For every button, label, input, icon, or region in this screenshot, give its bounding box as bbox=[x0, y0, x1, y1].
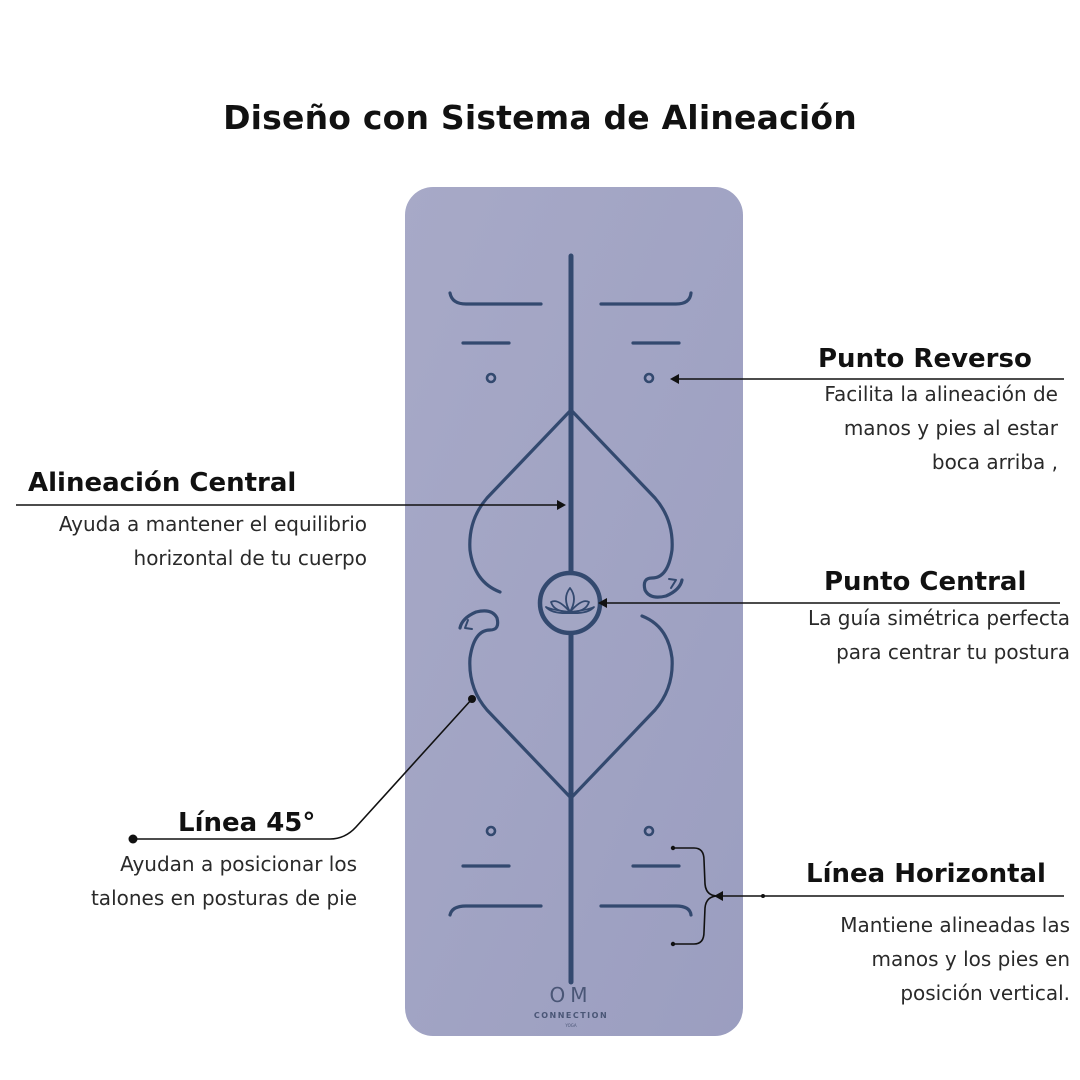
linea-horizontal-bottom-dot bbox=[670, 941, 676, 947]
top-left-reverse-point bbox=[485, 372, 497, 384]
lotus-icon bbox=[545, 587, 595, 615]
brand-sub: CONNECTION bbox=[534, 1011, 608, 1020]
description-line: Ayuda a mantener el equilibrio bbox=[58, 512, 367, 536]
brand-tiny: YOGA bbox=[564, 1023, 576, 1028]
description-line: talones en posturas de pie bbox=[90, 886, 357, 910]
alineacion-central-description: Ayuda a mantener el equilibrio horizonta… bbox=[59, 507, 367, 575]
bottom-left-reverse-point bbox=[485, 825, 497, 837]
punto-reverso-arrow-icon bbox=[670, 374, 679, 384]
description-line: Facilita la alineación de bbox=[824, 382, 1058, 406]
description-line: Ayudan a posicionar los bbox=[120, 852, 357, 876]
linea-45-description: Ayudan a posicionar los talones en postu… bbox=[91, 847, 357, 915]
linea-45-end-dot bbox=[468, 695, 476, 703]
linea-45-pointer bbox=[133, 698, 473, 840]
description-line: horizontal de tu cuerpo bbox=[133, 546, 367, 570]
punto-central-description: La guía simétrica perfecta para centrar … bbox=[808, 601, 1070, 669]
linea-45-dot bbox=[128, 834, 138, 844]
description-line: boca arriba , bbox=[931, 450, 1058, 474]
punto-reverso-description: Facilita la alineación de manos y pies a… bbox=[824, 377, 1058, 479]
top-left-horizontal-mark bbox=[448, 291, 543, 306]
alineacion-central-arrow-icon bbox=[557, 500, 566, 510]
bottom-right-reverse-point bbox=[643, 825, 655, 837]
linea-horizontal-end-dot bbox=[761, 894, 765, 898]
bottom-left-horizontal-mark bbox=[448, 904, 543, 917]
page-title: Diseño con Sistema de Alineación bbox=[223, 98, 857, 137]
description-line: La guía simétrica perfecta bbox=[808, 606, 1070, 630]
description-line: posición vertical. bbox=[900, 981, 1070, 1005]
center-circle bbox=[537, 570, 603, 636]
linea-horizontal-description: Mantiene alineadas las manos y los pies … bbox=[840, 908, 1070, 1010]
brand-logo: OM bbox=[550, 983, 593, 1007]
lower-left-45-line bbox=[458, 609, 573, 800]
top-right-reverse-point bbox=[643, 372, 655, 384]
description-line: manos y pies al estar bbox=[843, 416, 1058, 440]
bottom-right-horizontal-mark bbox=[599, 904, 693, 917]
upper-left-45-line bbox=[468, 408, 573, 594]
description-line: manos y los pies en bbox=[871, 947, 1070, 971]
top-right-horizontal-mark bbox=[599, 291, 693, 306]
linea-horizontal-heading: Línea Horizontal bbox=[806, 859, 1046, 889]
right-curl-arrow-icon bbox=[668, 578, 677, 589]
linea-45-heading: Línea 45° bbox=[178, 808, 316, 838]
linea-horizontal-top-dot bbox=[670, 845, 676, 851]
description-line: Mantiene alineadas las bbox=[840, 913, 1070, 937]
punto-reverso-heading: Punto Reverso bbox=[818, 344, 1032, 374]
left-curl-arrow-icon bbox=[464, 619, 473, 630]
punto-central-heading: Punto Central bbox=[824, 567, 1027, 597]
lower-right-45-line bbox=[569, 614, 674, 800]
linea-horizontal-arrow-icon bbox=[714, 891, 723, 901]
punto-central-arrow-icon bbox=[598, 598, 607, 608]
description-line: para centrar tu postura bbox=[836, 640, 1070, 664]
alineacion-central-heading: Alineación Central bbox=[28, 468, 297, 498]
upper-right-45-line bbox=[569, 408, 684, 599]
